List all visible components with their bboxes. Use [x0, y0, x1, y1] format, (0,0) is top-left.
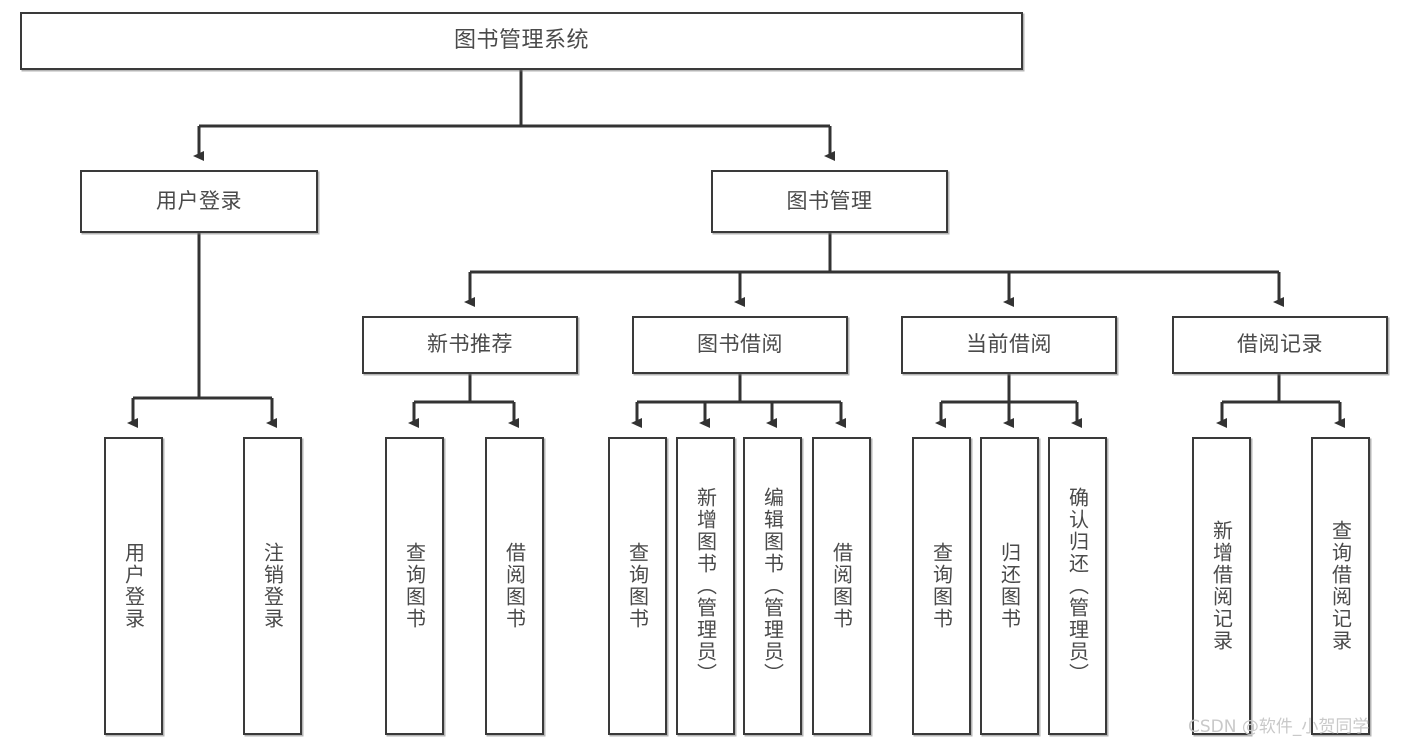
node-label: 查询图书	[929, 542, 954, 630]
leaf-query-book-recommend[interactable]: 查询图书	[385, 437, 444, 735]
node-book-borrow[interactable]: 图书借阅	[632, 316, 848, 374]
leaf-edit-book-admin[interactable]: 编辑图书（管理员）	[743, 437, 802, 735]
node-user-login[interactable]: 用户登录	[80, 170, 318, 233]
node-label: 注销登录	[260, 542, 285, 630]
node-label: 借阅记录	[1237, 332, 1323, 357]
node-borrow-record[interactable]: 借阅记录	[1172, 316, 1388, 374]
node-label: 图书管理	[786, 188, 873, 213]
node-label: 编辑图书（管理员）	[760, 487, 785, 685]
node-label: 借阅图书	[502, 542, 527, 630]
node-label: 查询图书	[625, 542, 650, 630]
leaf-confirm-return-admin[interactable]: 确认归还（管理员）	[1048, 437, 1107, 735]
node-root-book-management-system[interactable]: 图书管理系统	[20, 12, 1023, 70]
node-label: 确认归还（管理员）	[1065, 487, 1090, 685]
node-label: 用户登录	[121, 542, 146, 630]
node-label: 查询图书	[402, 542, 427, 630]
leaf-add-book-admin[interactable]: 新增图书（管理员）	[676, 437, 735, 735]
node-current-borrow[interactable]: 当前借阅	[901, 316, 1117, 374]
leaf-query-book-borrow[interactable]: 查询图书	[608, 437, 667, 735]
leaf-add-borrow-record[interactable]: 新增借阅记录	[1192, 437, 1251, 735]
node-label: 新增图书（管理员）	[693, 487, 718, 685]
node-label: 新增借阅记录	[1209, 520, 1234, 652]
leaf-query-borrow-record[interactable]: 查询借阅记录	[1311, 437, 1370, 735]
leaf-logout[interactable]: 注销登录	[243, 437, 302, 735]
node-label: 借阅图书	[829, 542, 854, 630]
node-label: 用户登录	[156, 188, 242, 213]
leaf-return-book[interactable]: 归还图书	[980, 437, 1039, 735]
node-label: 新书推荐	[427, 332, 513, 357]
leaf-borrow-book[interactable]: 借阅图书	[812, 437, 871, 735]
csdn-watermark: CSDN @软件_小贺同学	[1188, 717, 1370, 737]
node-new-book-recommend[interactable]: 新书推荐	[362, 316, 578, 374]
node-book-management[interactable]: 图书管理	[711, 170, 948, 233]
node-label: 查询借阅记录	[1328, 520, 1353, 652]
node-label: 图书借阅	[697, 332, 783, 357]
leaf-borrow-book-recommend[interactable]: 借阅图书	[485, 437, 544, 735]
node-label: 当前借阅	[966, 332, 1052, 357]
node-label: 归还图书	[997, 542, 1022, 630]
leaf-user-login[interactable]: 用户登录	[104, 437, 163, 735]
leaf-query-book-current[interactable]: 查询图书	[912, 437, 971, 735]
node-label: 图书管理系统	[453, 27, 589, 53]
